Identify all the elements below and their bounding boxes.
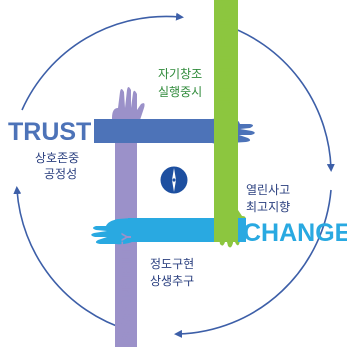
trust-desc-line-2: 공정성 [44, 167, 77, 181]
weave-overlap-bottom-right [214, 218, 238, 242]
challenge-desc-line-2: 실행중시 [158, 84, 202, 99]
value-label-challenge: CHALLENGE [216, 0, 238, 116]
responsibility-desc-line-1: 정도구현 [150, 257, 194, 271]
responsibility-desc-line-2: 상생추구 [150, 274, 194, 288]
weave-overlap-top-left [115, 119, 137, 143]
trust-desc-line-1: 상호존중 [35, 151, 79, 165]
challenge-desc-line-1: 자기창조 [158, 67, 202, 81]
circular-arrow-icon [13, 12, 335, 338]
value-label-change: CHANGE [243, 219, 347, 247]
value-label-trust: TRUST [8, 118, 91, 146]
change-desc-line-2: 최고지향 [246, 200, 290, 214]
compass-badge-icon [160, 166, 188, 194]
change-desc-line-1: 열린사고 [246, 183, 290, 197]
value-label-responsibility: RESPONSIBILITY [119, 232, 134, 345]
